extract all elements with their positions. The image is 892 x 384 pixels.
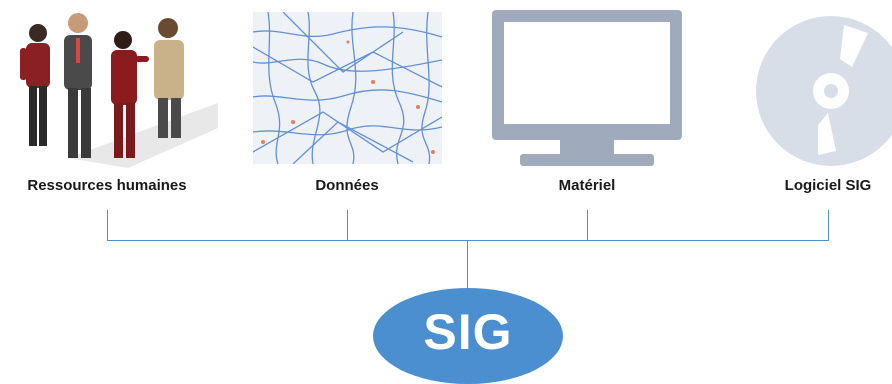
map-data-icon: [253, 12, 442, 164]
label-ressources-humaines: Ressources humaines: [27, 177, 187, 194]
label-donnees: Données: [315, 177, 379, 194]
connector-drop-logiciel-sig: [828, 210, 829, 240]
connector-drop-materiel: [587, 210, 588, 240]
label-logiciel-sig: Logiciel SIG: [784, 177, 872, 194]
people-icon: [20, 13, 218, 168]
sig-node: SIG: [373, 288, 563, 384]
disc-icon: [756, 16, 892, 166]
sig-label: SIG: [423, 304, 513, 360]
connector-horizontal-bus: [107, 240, 829, 241]
label-materiel: Matériel: [558, 177, 616, 194]
connector-drop-donnees: [347, 210, 348, 240]
connector-drop-ressources-humaines: [107, 210, 108, 240]
connector-to-sig: [467, 240, 468, 290]
sig-components-diagram: Ressources humaines Données Matériel Log…: [20, 10, 892, 384]
computer-monitor-icon: [492, 10, 682, 166]
